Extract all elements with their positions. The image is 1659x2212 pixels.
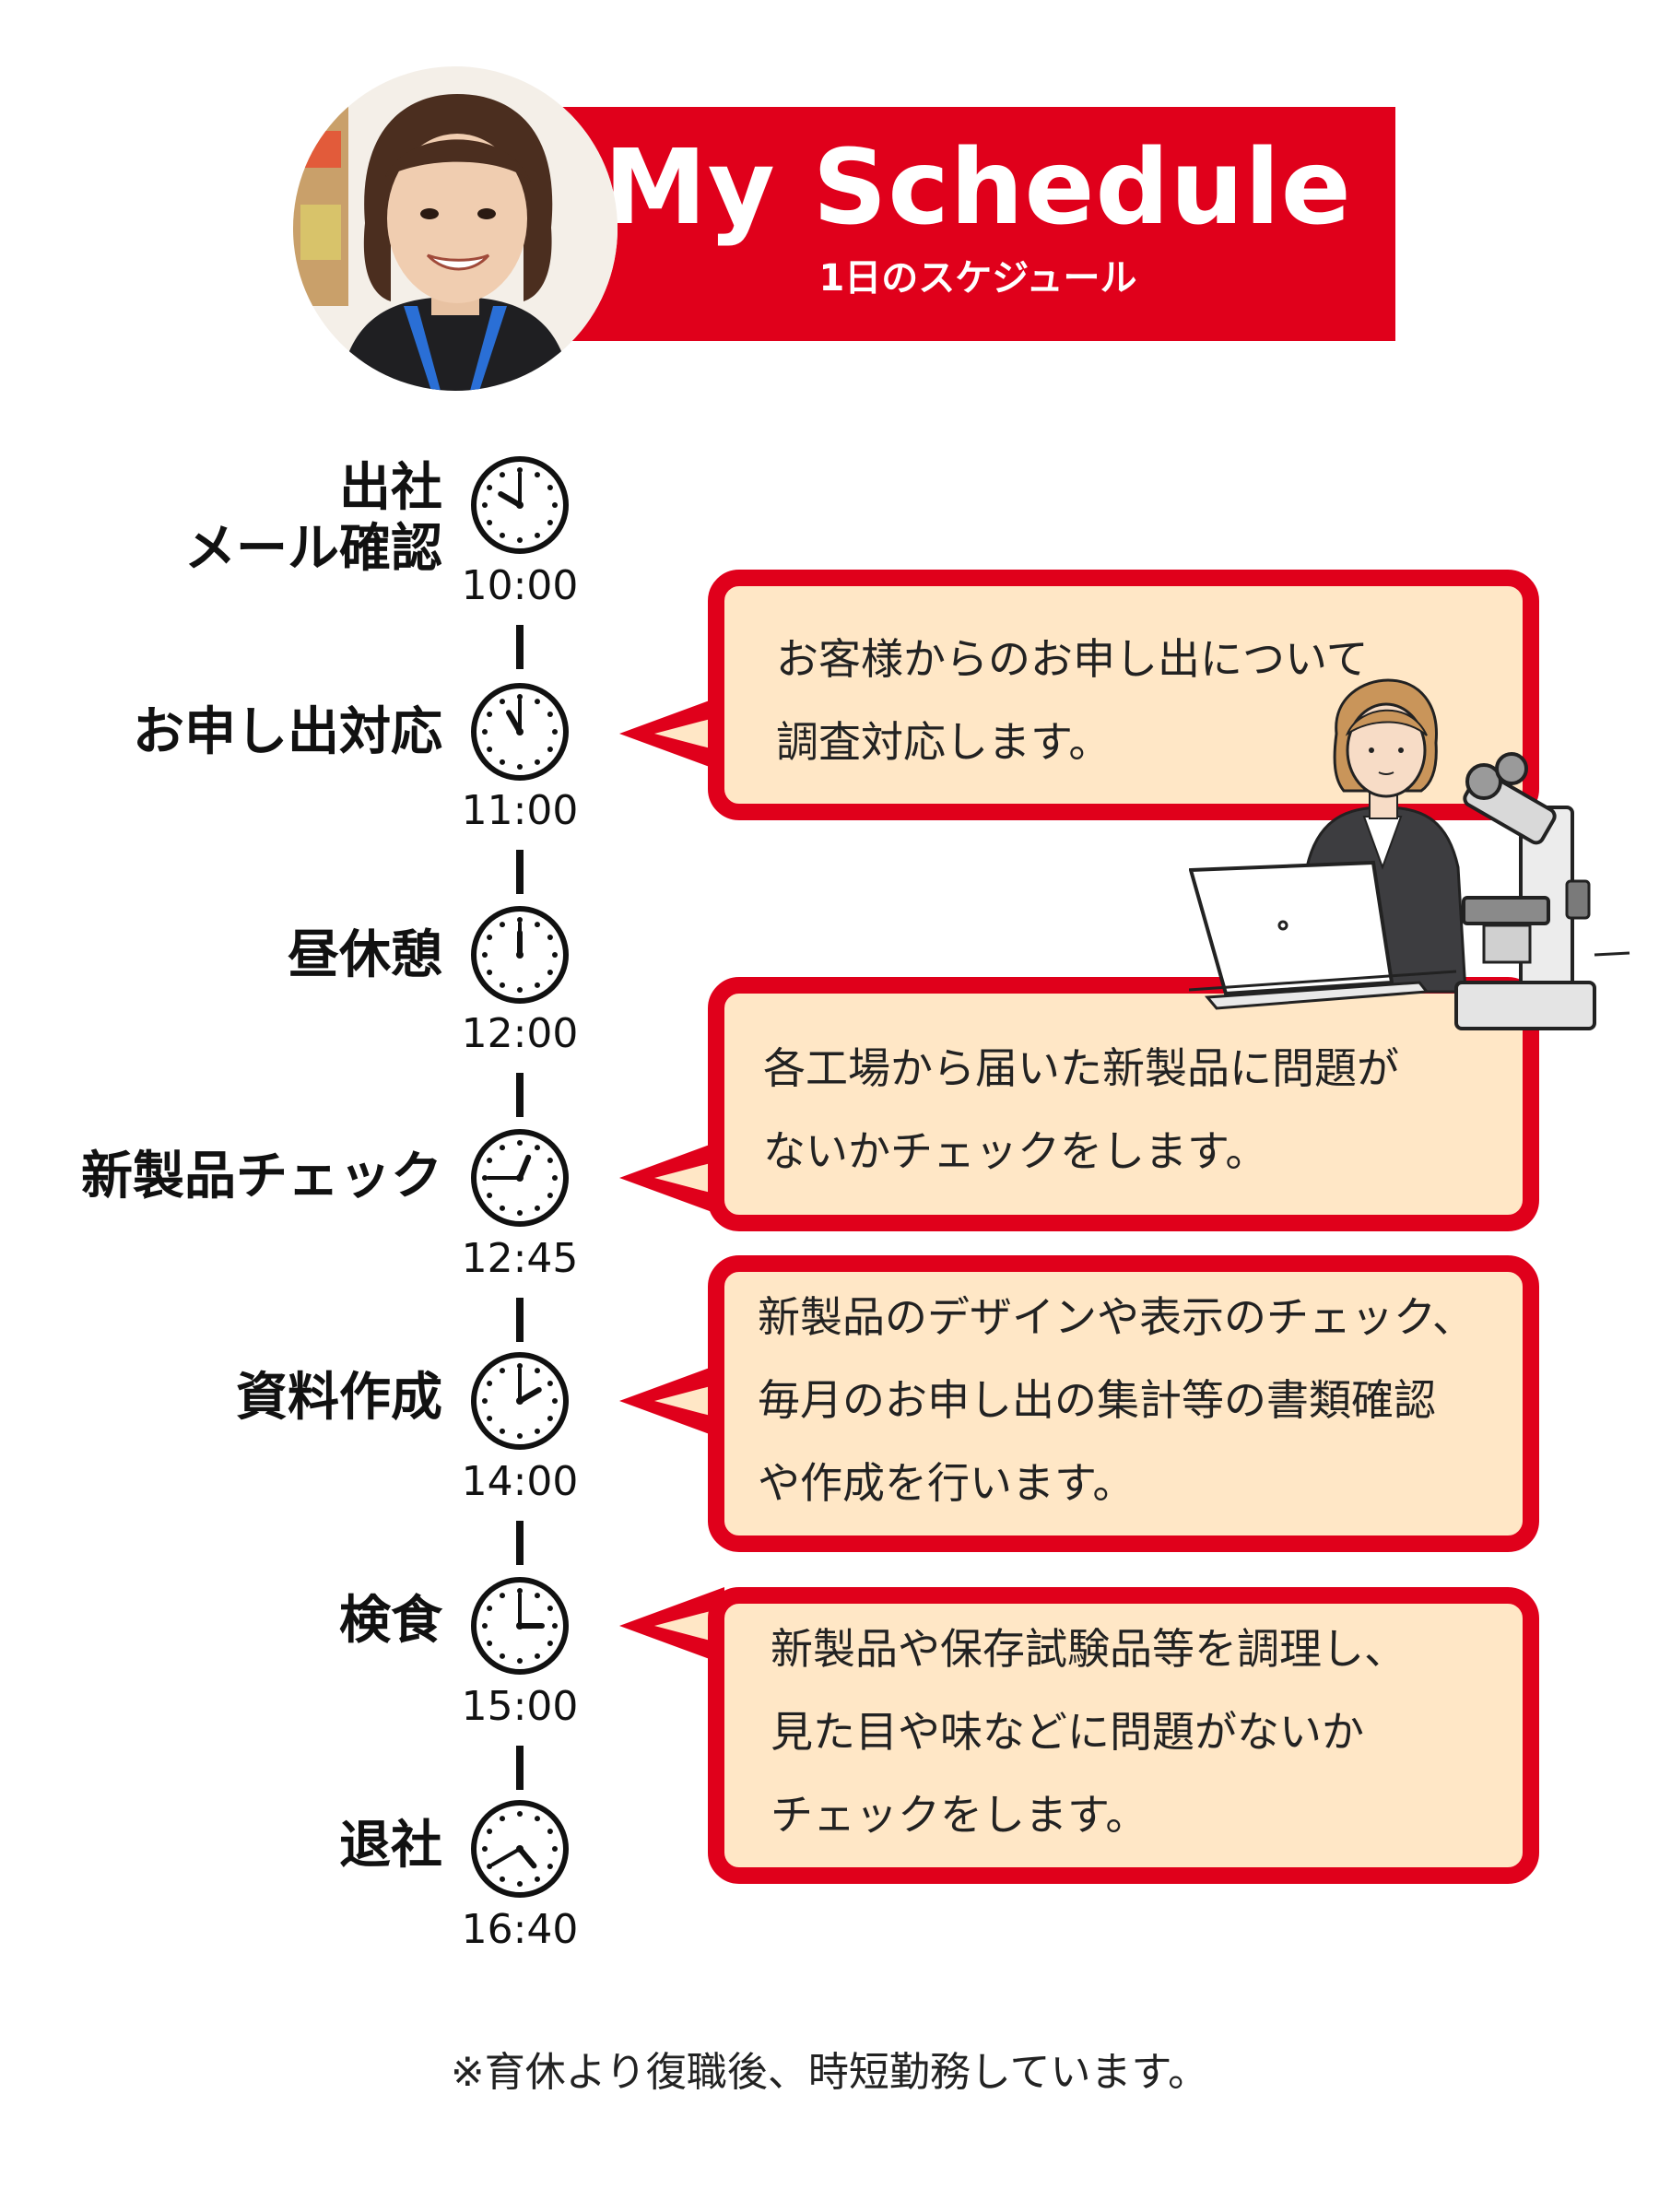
bubble-line: ないかチェックをします。 bbox=[763, 1126, 1268, 1176]
bubble-line: 新製品のデザインや表示のチェック、 bbox=[758, 1292, 1475, 1342]
timeline-connector bbox=[516, 1746, 524, 1790]
avatar bbox=[293, 66, 618, 391]
timeline-label-0: 出社 メール確認 bbox=[184, 458, 442, 579]
timeline-time-0: 10:00 bbox=[461, 562, 579, 609]
timeline-connector bbox=[516, 850, 524, 894]
timeline-label-1: お申し出対応 bbox=[133, 702, 442, 762]
bubble-line: 調査対応します。 bbox=[776, 717, 1112, 767]
bubble-line: や作成を行います。 bbox=[758, 1458, 1135, 1508]
clock-icon bbox=[471, 456, 569, 554]
timeline-label-3: 新製品チェック bbox=[81, 1147, 442, 1206]
bubble-line: 毎月のお申し出の集計等の書類確認 bbox=[758, 1375, 1436, 1425]
clock-icon bbox=[471, 683, 569, 781]
timeline-label-5: 検食 bbox=[339, 1591, 442, 1651]
bubble-line: チェックをします。 bbox=[771, 1790, 1148, 1840]
bubble-line: 各工場から届いた新製品に問題が bbox=[763, 1043, 1399, 1093]
footnote: ※育休より復職後、時短勤務しています。 bbox=[450, 2049, 1209, 2096]
bubble-line: 見た目や味などに問題がないか bbox=[771, 1707, 1364, 1757]
speech-bubble: 各工場から届いた新製品に問題が ないかチェックをします。 bbox=[708, 977, 1539, 1231]
bubble-tail bbox=[619, 1362, 724, 1440]
person-at-laptop-illustration bbox=[1189, 678, 1630, 1030]
timeline-time-1: 11:00 bbox=[461, 787, 579, 834]
clock-icon bbox=[471, 1800, 569, 1898]
clock-icon bbox=[471, 1129, 569, 1227]
speech-bubble: 新製品や保存試験品等を調理し、 見た目や味などに問題がないか チェックをします。 bbox=[708, 1587, 1539, 1884]
timeline-time-6: 16:40 bbox=[461, 1906, 579, 1953]
timeline-label-4: 資料作成 bbox=[236, 1368, 442, 1428]
timeline-time-3: 12:45 bbox=[461, 1235, 579, 1282]
bubble-tail bbox=[619, 695, 724, 772]
timeline-connector bbox=[516, 1073, 524, 1117]
timeline-connector bbox=[516, 625, 524, 669]
clock-icon bbox=[471, 1577, 569, 1675]
page-subtitle: 1日のスケジュール bbox=[818, 257, 1137, 300]
timeline-connector bbox=[516, 1521, 524, 1565]
bubble-line: 新製品や保存試験品等を調理し、 bbox=[771, 1624, 1406, 1674]
header-banner bbox=[560, 107, 1395, 341]
speech-bubble: 新製品のデザインや表示のチェック、 毎月のお申し出の集計等の書類確認 や作成を行… bbox=[708, 1255, 1539, 1552]
bubble-line: お客様からのお申し出について bbox=[776, 634, 1369, 684]
timeline-time-5: 15:00 bbox=[461, 1683, 579, 1730]
timeline-time-2: 12:00 bbox=[461, 1010, 579, 1057]
timeline-time-4: 14:00 bbox=[461, 1458, 579, 1505]
timeline-label-6: 退社 bbox=[339, 1816, 442, 1876]
timeline-label-2: 昼休憩 bbox=[288, 925, 442, 985]
bubble-tail bbox=[619, 1587, 724, 1665]
bubble-tail bbox=[619, 1139, 724, 1217]
timeline-connector bbox=[516, 1298, 524, 1342]
clock-icon bbox=[471, 906, 569, 1004]
page-title: My Schedule bbox=[604, 128, 1352, 248]
clock-icon bbox=[471, 1352, 569, 1450]
